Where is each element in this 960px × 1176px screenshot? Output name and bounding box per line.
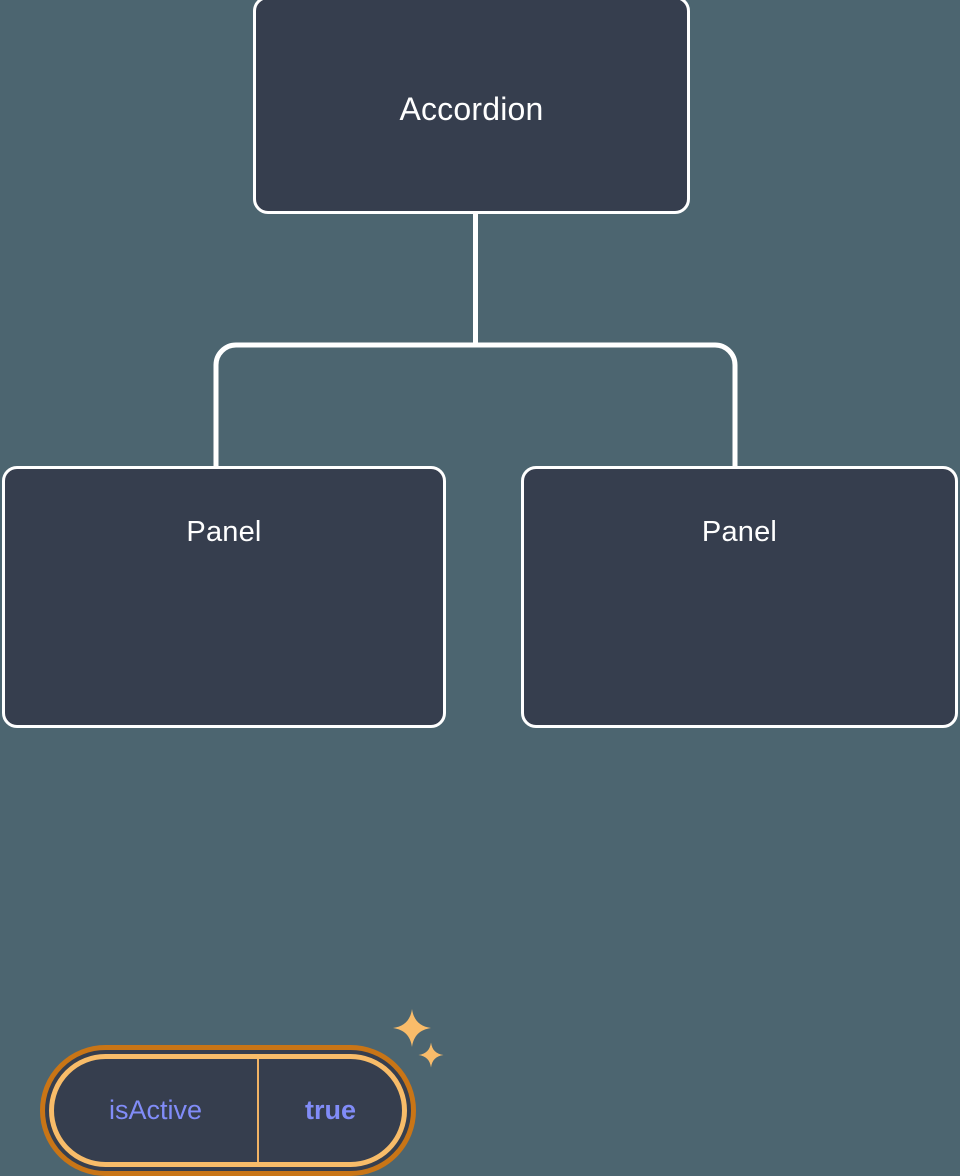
node-panel-active-title: Panel [186, 516, 262, 548]
prop-value-true: true [304, 1095, 356, 1125]
prop-pill-isactive-true[interactable]: isActive true [40, 1045, 416, 1176]
prop-pill-inner-ring: isActive true [49, 1054, 407, 1167]
node-accordion[interactable]: Accordion [253, 0, 690, 214]
node-panel-active[interactable]: Panel isActive true [2, 466, 446, 1176]
node-panel-inactive-title: Panel [701, 516, 778, 548]
sparkle-large-icon [393, 1009, 431, 1047]
connector-branch-right [475, 342, 738, 468]
connector-branch-left [213, 342, 476, 468]
sparkle-small-icon [418, 1042, 444, 1068]
prop-key-isactive: isActive [54, 1059, 259, 1162]
node-accordion-title: Accordion [399, 91, 544, 127]
node-panel-inactive[interactable]: Panel isActive false [521, 466, 958, 728]
